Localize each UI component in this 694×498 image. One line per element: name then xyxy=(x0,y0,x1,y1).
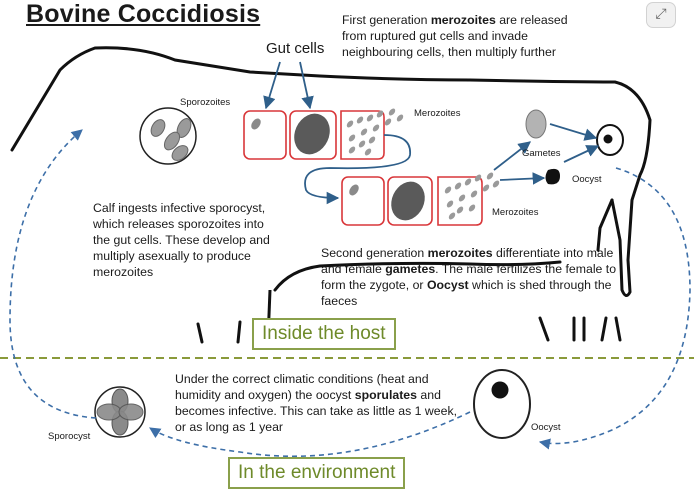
in-environment-label: In the environment xyxy=(228,457,406,489)
male-to-eye-arrow xyxy=(563,145,600,163)
row-connector-arrow xyxy=(304,134,411,205)
merozoites-scatter-2 xyxy=(444,172,500,220)
cow-belly-outline xyxy=(273,260,562,292)
oocyst-host-label: Oocyst xyxy=(572,174,602,185)
gut-cells-arrow-2 xyxy=(299,61,314,110)
sporocyst-to-calf-dashed-arrow xyxy=(9,129,97,419)
merozoites-label-top: Merozoites xyxy=(414,108,461,119)
gut-cell-row-2 xyxy=(341,176,483,226)
cow-eye-icon xyxy=(596,124,624,156)
gamete-male-icon xyxy=(545,168,560,185)
gamete-to-eye-arrow xyxy=(549,123,598,141)
oocyst-env-label: Oocyst xyxy=(531,422,561,433)
env-oocyst-arrow xyxy=(530,396,552,406)
inside-host-label: Inside the host xyxy=(252,318,396,350)
cow-tail xyxy=(596,198,614,252)
merozoites-label-bottom: Merozoites xyxy=(492,207,539,218)
oocyst-to-sporocyst-dashed-arrow xyxy=(149,411,471,458)
merozoite-to-gamete-arrow xyxy=(493,141,531,171)
oocyst-environment-icon xyxy=(473,369,531,439)
sporocyst-label: Sporocyst xyxy=(48,431,91,442)
gut-cells-arrow-1 xyxy=(263,61,281,110)
expand-icon[interactable]: ⤢ xyxy=(646,2,676,28)
merozoite-to-male-arrow xyxy=(499,172,546,185)
oocyst-shed-dashed-arrow xyxy=(538,167,691,450)
sporozoites-icon xyxy=(139,107,197,165)
gamete-female-icon xyxy=(525,109,547,139)
second-generation-text: Second generation merozoites differentia… xyxy=(321,246,617,308)
gametes-label: Gametes xyxy=(522,148,561,159)
calf-ingests-text: Calf ingests infective sporocyst, which … xyxy=(93,201,270,279)
environment-text: Under the correct climatic conditions (h… xyxy=(175,372,458,434)
cow-body-outline xyxy=(10,46,652,297)
merozoites-scatter-1 xyxy=(346,108,404,156)
first-generation-text: First generation merozoites are released… xyxy=(342,13,568,59)
sporocyst-icon xyxy=(94,386,146,438)
sporozoites-label: Sporozoites xyxy=(180,97,231,108)
cow-legs xyxy=(196,316,622,344)
diagram-title: Bovine Coccidiosis xyxy=(26,0,261,28)
gut-cells-label: Gut cells xyxy=(266,40,325,57)
